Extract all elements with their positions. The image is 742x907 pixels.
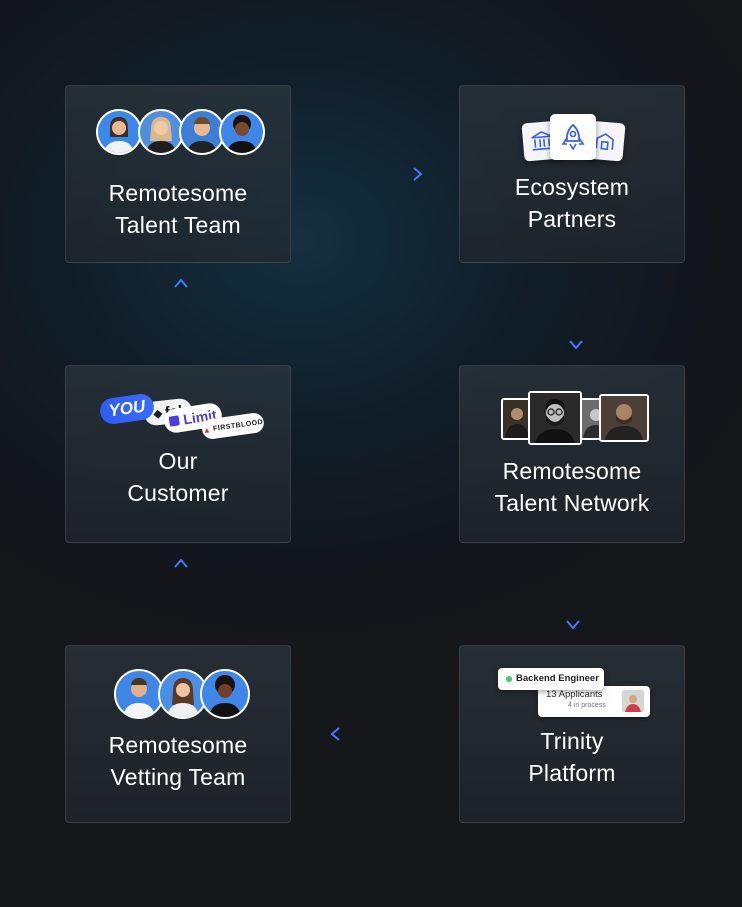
title-line: Customer [127,480,229,506]
title-line: Remotesome [108,180,248,206]
title-line: Vetting Team [110,764,246,790]
building-icon [584,120,626,162]
developer-photo [599,394,649,442]
status-dot [506,676,512,682]
bank-icon [521,120,563,162]
node-title: Ecosystem Partners [460,171,684,235]
avatar [219,109,265,155]
node-title: Remotesome Talent Network [460,455,684,519]
node-vetting-team: Remotesome Vetting Team [65,645,291,823]
avatar [622,690,644,712]
title-line: Talent Team [115,212,241,238]
node-title: Remotesome Vetting Team [66,729,290,793]
title-line: Remotesome [502,458,642,484]
node-trinity-platform: 13 Applicants 4 in process Backend Engin… [459,645,685,823]
job-title: Backend Engineer [516,673,599,684]
title-line: Trinity [540,728,604,754]
title-line: Platform [528,760,616,786]
title-line: Partners [527,206,617,232]
developer-photo [528,391,582,445]
avatar [200,669,250,719]
applicants-widget: 13 Applicants 4 in process [538,686,650,717]
avatar [138,109,184,155]
logo-text: FIRSTBLOOD [212,418,264,433]
node-our-customer: ◆fal YOU Limit ▲FIRSTBLOOD Our Customer [65,365,291,543]
node-title: Remotesome Talent Team [66,177,290,241]
logo-text: YOU [107,396,147,421]
arrow-customer-to-talent [174,278,188,349]
arrow-trinity-to-vetting [330,727,422,741]
job-title-tag: Backend Engineer [498,668,604,690]
node-ecosystem-partners: Ecosystem Partners [459,85,685,263]
node-title: Our Customer [66,445,290,509]
applicants-count: 13 Applicants [546,689,603,700]
node-talent-team: Remotesome Talent Team [65,85,291,263]
arrow-vetting-to-customer [174,558,188,629]
arrow-ecosystem-to-network [569,281,583,350]
node-title: Trinity Platform [460,725,684,789]
title-line: Talent Network [494,490,650,516]
rocket-icon [550,114,596,160]
node-talent-network: Remotesome Talent Network [459,365,685,543]
title-line: Our [158,448,198,474]
arrow-network-to-trinity [566,561,580,630]
in-process-count: 4 in process [568,702,606,709]
avatar [114,669,164,719]
arrow-talent-to-ecosystem [331,167,423,181]
title-line: Remotesome [108,732,248,758]
title-line: Ecosystem [514,174,630,200]
avatar [96,109,142,155]
